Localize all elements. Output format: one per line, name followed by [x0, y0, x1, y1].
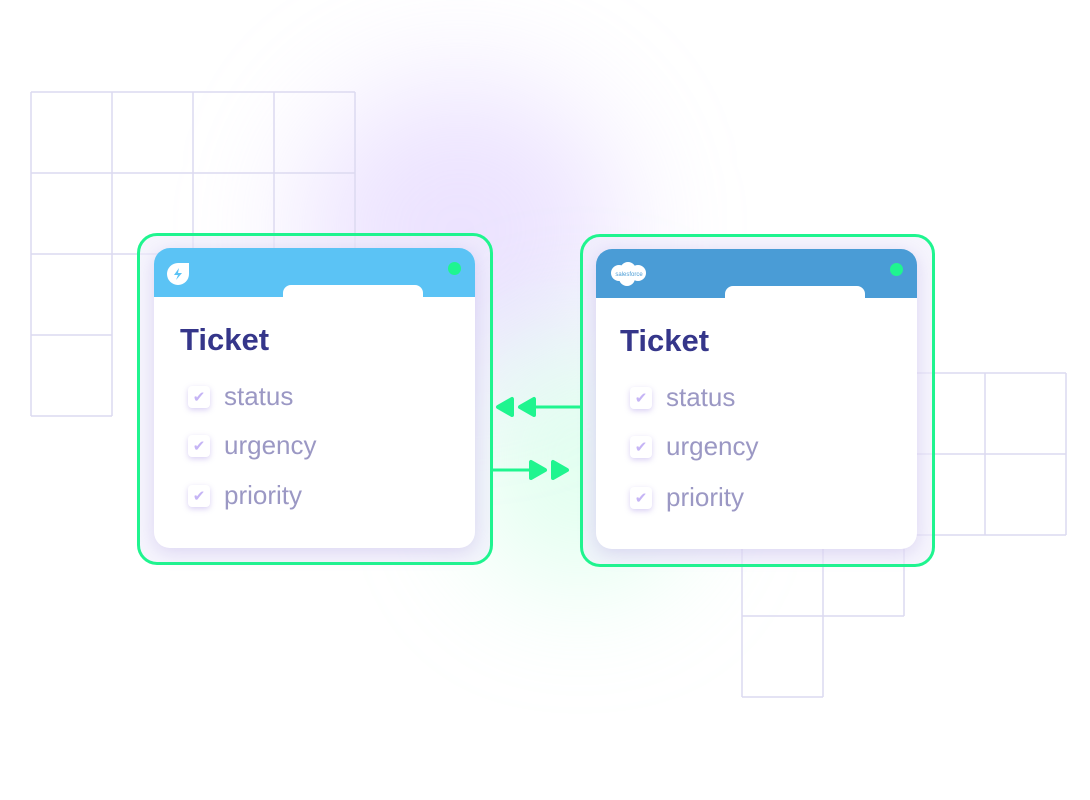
field-priority[interactable]: ✔ priority	[188, 480, 302, 511]
field-label: priority	[224, 480, 303, 510]
checkbox-checked-icon[interactable]: ✔	[188, 484, 210, 507]
header-tab	[725, 286, 865, 306]
field-urgency[interactable]: ✔ urgency	[630, 431, 759, 462]
field-urgency[interactable]: ✔ urgency	[188, 430, 317, 461]
card-header: salesforce	[596, 249, 917, 306]
field-label: priority	[666, 482, 745, 512]
card-title: Ticket	[620, 323, 710, 358]
right-ticket-card[interactable]: salesforce Ticket ✔ status ✔ urgency ✔ prio…	[596, 249, 917, 549]
field-priority[interactable]: ✔ priority	[630, 482, 744, 513]
card-header	[154, 248, 475, 305]
checkbox-checked-icon[interactable]: ✔	[630, 386, 652, 409]
freshdesk-lightning-icon	[166, 262, 190, 291]
status-dot	[890, 263, 903, 276]
salesforce-cloud-icon: salesforce	[609, 261, 649, 292]
arrow-right-icon	[492, 460, 569, 480]
field-label: urgency	[666, 431, 759, 461]
checkbox-checked-icon[interactable]: ✔	[188, 434, 210, 457]
status-dot	[448, 262, 461, 275]
field-label: status	[224, 381, 294, 411]
field-status[interactable]: ✔ status	[188, 381, 293, 412]
checkbox-checked-icon[interactable]: ✔	[630, 486, 652, 509]
svg-text:salesforce: salesforce	[615, 272, 643, 278]
header-tab	[283, 285, 423, 305]
checkbox-checked-icon[interactable]: ✔	[188, 385, 210, 408]
checkbox-checked-icon[interactable]: ✔	[630, 435, 652, 458]
field-label: urgency	[224, 430, 317, 460]
card-title: Ticket	[180, 322, 270, 357]
arrow-left-icon	[496, 397, 580, 417]
left-ticket-card[interactable]: Ticket ✔ status ✔ urgency ✔ priority	[154, 248, 475, 548]
field-label: status	[666, 382, 736, 412]
field-status[interactable]: ✔ status	[630, 382, 735, 413]
